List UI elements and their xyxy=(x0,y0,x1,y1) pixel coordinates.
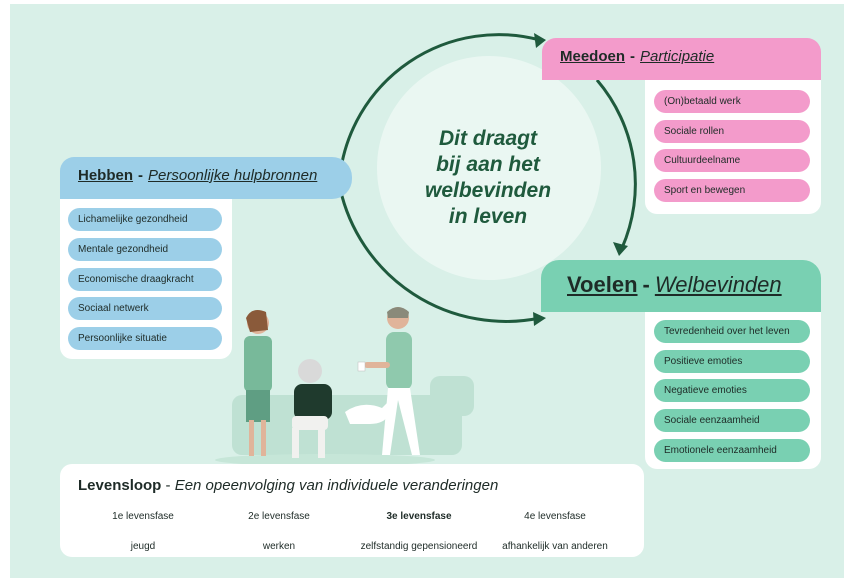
person-leg xyxy=(318,428,325,458)
phase-3-label: 3e levensfase xyxy=(386,511,452,522)
phase-3-description: zelfstandig gepensioneerd xyxy=(360,541,478,552)
levensloop-subtitle: Een opeenvolging van individuele verande… xyxy=(174,477,499,494)
voelen-item: Positieve emoties xyxy=(654,350,810,373)
person-hair xyxy=(387,307,409,318)
arrow-head-voelen xyxy=(613,242,628,256)
person-pants xyxy=(292,416,328,430)
phase-2-label: 2e levensfase xyxy=(248,511,310,522)
meedoen-item: Sociale rollen xyxy=(654,120,810,143)
person-arm xyxy=(364,362,390,368)
person-shirt xyxy=(294,384,332,420)
meedoen-subtitle: Participatie xyxy=(640,48,715,65)
center-statement: Dit draagt bij aan het welbevinden in le… xyxy=(398,126,578,230)
hebben-item: Lichamelijke gezondheid xyxy=(68,208,222,231)
voelen-item: Sociale eenzaamheid xyxy=(654,409,810,432)
person-hair xyxy=(246,310,268,332)
levensloop-heading: Levensloop - Een opeenvolging van indivi… xyxy=(78,477,498,494)
meedoen-header: Meedoen - Participatie xyxy=(542,38,821,80)
arrow-head-voelen-bottom xyxy=(533,312,546,326)
meedoen-item: Sport en bewegen xyxy=(654,179,810,202)
levensloop-title: Levensloop xyxy=(78,477,162,494)
hebben-item: Sociaal netwerk xyxy=(68,297,222,320)
center-line: bij aan het xyxy=(436,153,540,176)
hebben-item: Persoonlijke situatie xyxy=(68,327,222,350)
voelen-item: Emotionele eenzaamheid xyxy=(654,439,810,462)
sofa-arm xyxy=(430,376,474,416)
meedoen-item: (On)betaald werk xyxy=(654,90,810,113)
levensloop-card xyxy=(60,464,644,557)
hebben-header: Hebben - Persoonlijke hulpbronnen xyxy=(60,157,352,199)
person-leg xyxy=(292,428,299,458)
voelen-title: Voelen xyxy=(567,272,638,297)
phase-1-description: jeugd xyxy=(130,541,156,552)
voelen-separator: - xyxy=(642,272,650,297)
voelen-subtitle: Welbevinden xyxy=(654,272,782,297)
phase-1-label: 1e levensfase xyxy=(112,511,174,522)
person-shirt xyxy=(386,332,412,390)
meedoen-separator: - xyxy=(630,48,636,65)
phase-4-description: afhankelijk van anderen xyxy=(502,541,608,552)
floor-shadow xyxy=(215,454,435,466)
voelen-item: Tevredenheid over het leven xyxy=(654,320,810,343)
voelen-header: Voelen - Welbevinden xyxy=(541,260,821,312)
levensloop-separator: - xyxy=(165,477,171,494)
cycle-arc-bottom xyxy=(338,187,541,323)
meedoen-title: Meedoen xyxy=(560,48,626,65)
phase-2-description: werken xyxy=(262,541,296,552)
hebben-title: Hebben xyxy=(78,167,134,184)
person-jacket xyxy=(244,336,272,392)
voelen-item: Negatieve emoties xyxy=(654,379,810,402)
hebben-item: Economische draagkracht xyxy=(68,268,222,291)
person-head xyxy=(298,359,322,383)
phase-4-label: 4e levensfase xyxy=(524,511,586,522)
hebben-item: Mentale gezondheid xyxy=(68,238,222,261)
meedoen-item: Cultuurdeelname xyxy=(654,149,810,172)
voelen-list: Tevredenheid over het leven Positieve em… xyxy=(645,312,821,469)
person-leg xyxy=(249,420,254,456)
hebben-separator: - xyxy=(138,167,144,184)
person-leg xyxy=(261,420,266,456)
person-pants xyxy=(382,388,420,455)
center-line: welbevinden xyxy=(424,179,552,202)
hebben-subtitle: Persoonlijke hulpbronnen xyxy=(148,167,318,184)
center-circle xyxy=(377,56,601,280)
person-skirt xyxy=(246,390,270,422)
people-illustration xyxy=(215,307,474,466)
cat xyxy=(345,402,390,424)
center-line: in leven xyxy=(448,205,528,228)
center-line: Dit draagt xyxy=(438,127,537,150)
cup xyxy=(357,361,366,372)
hebben-list: Lichamelijke gezondheid Mentale gezondhe… xyxy=(60,199,232,359)
cycle-arc-right xyxy=(595,79,637,249)
cycle-arc-top xyxy=(338,33,541,176)
arrow-head-meedoen xyxy=(534,33,546,48)
meedoen-list: (On)betaald werk Sociale rollen Cultuurd… xyxy=(645,80,821,214)
